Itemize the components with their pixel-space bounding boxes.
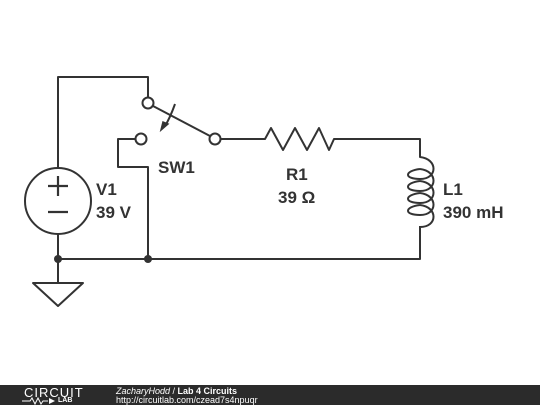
footer-bar: CIRCUIT LAB ZacharyHodd / Lab 4 Circuits… xyxy=(0,385,540,405)
wire-bottom xyxy=(57,233,421,260)
circuit-url-link[interactable]: http://circuitlab.com/czead7s4npuqr xyxy=(116,395,258,405)
switch-sw1[interactable] xyxy=(134,96,222,146)
resistor-r1[interactable] xyxy=(264,127,335,151)
l1-name-label: L1 xyxy=(443,180,463,199)
v1-value-label: 39 V xyxy=(96,203,132,222)
wire-switch-throw xyxy=(117,138,149,260)
inductor-l1[interactable] xyxy=(407,156,435,237)
credit-line: ZacharyHodd / Lab 4 Circuits xyxy=(116,386,237,396)
wire-resistor-inductor xyxy=(333,138,421,158)
junction-dot xyxy=(54,255,62,263)
wire-top xyxy=(57,76,149,169)
credit-separator: / xyxy=(170,386,178,396)
voltage-source-v1[interactable] xyxy=(24,167,92,235)
circuitlab-logo: CIRCUIT xyxy=(24,385,84,400)
junction-dot xyxy=(144,255,152,263)
r1-name-label: R1 xyxy=(286,165,308,184)
logo-lab-text: LAB xyxy=(58,397,73,404)
r1-value-label: 39 Ω xyxy=(278,188,315,207)
logo-wire-icon xyxy=(22,397,55,405)
v1-name-label: V1 xyxy=(96,180,117,199)
ground-symbol xyxy=(32,282,84,307)
author-link[interactable]: ZacharyHodd xyxy=(116,386,171,396)
circuit-schematic: V1 39 V SW1 R1 39 Ω L1 390 mH xyxy=(24,76,503,307)
circuit-title[interactable]: Lab 4 Circuits xyxy=(177,386,238,396)
l1-value-label: 390 mH xyxy=(443,203,503,222)
sw1-name-label: SW1 xyxy=(158,158,195,177)
